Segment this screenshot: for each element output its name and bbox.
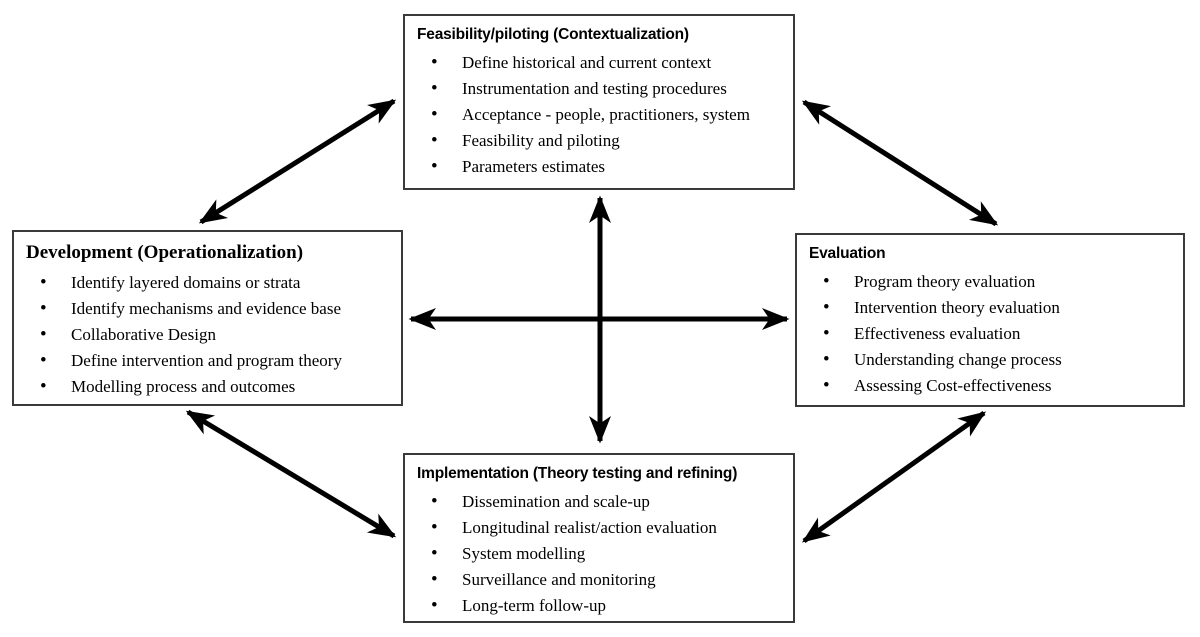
box-evaluation-title: Evaluation	[809, 245, 886, 262]
box-evaluation-list: Program theory evaluationIntervention th…	[807, 269, 1173, 399]
bullet-item: System modelling	[415, 541, 783, 567]
box-feasibility-title: Feasibility/piloting (Contextualization)	[417, 26, 689, 43]
bullet-item: Identify layered domains or strata	[24, 270, 391, 296]
bullet-item: Define historical and current context	[415, 50, 783, 76]
bullet-item: Identify mechanisms and evidence base	[24, 296, 391, 322]
box-implementation-list: Dissemination and scale-upLongitudinal r…	[415, 489, 783, 619]
bullet-item: Surveillance and monitoring	[415, 567, 783, 593]
box-development-list: Identify layered domains or strataIdenti…	[24, 270, 391, 400]
bullet-item: Instrumentation and testing procedures	[415, 76, 783, 102]
bullet-item: Program theory evaluation	[807, 269, 1173, 295]
arrow-feasibility-evaluation	[801, 99, 999, 227]
bullet-item: Parameters estimates	[415, 154, 783, 180]
bullet-item: Intervention theory evaluation	[807, 295, 1173, 321]
arrow-development-feasibility	[198, 98, 397, 225]
box-implementation: Implementation (Theory testing and refin…	[403, 453, 795, 623]
arrow-implementation-evaluation	[801, 410, 987, 544]
bullet-item: Modelling process and outcomes	[24, 374, 391, 400]
bullet-item: Feasibility and piloting	[415, 128, 783, 154]
box-development: Development (Operationalization) Identif…	[12, 230, 403, 406]
box-development-title: Development (Operationalization)	[26, 242, 304, 263]
bullet-item: Acceptance - people, practitioners, syst…	[415, 102, 783, 128]
bullet-item: Define intervention and program theory	[24, 348, 391, 374]
box-evaluation: Evaluation Program theory evaluationInte…	[795, 233, 1185, 407]
bullet-item: Understanding change process	[807, 347, 1173, 373]
bullet-item: Dissemination and scale-up	[415, 489, 783, 515]
box-feasibility-piloting: Feasibility/piloting (Contextualization)…	[403, 14, 795, 190]
bullet-item: Effectiveness evaluation	[807, 321, 1173, 347]
bullet-item: Assessing Cost-effectiveness	[807, 373, 1173, 399]
box-feasibility-list: Define historical and current contextIns…	[415, 50, 783, 180]
bullet-item: Longitudinal realist/action evaluation	[415, 515, 783, 541]
arrow-development-implementation	[185, 409, 397, 539]
bullet-item: Collaborative Design	[24, 322, 391, 348]
bullet-item: Long-term follow-up	[415, 593, 783, 619]
box-implementation-title: Implementation (Theory testing and refin…	[417, 465, 738, 482]
